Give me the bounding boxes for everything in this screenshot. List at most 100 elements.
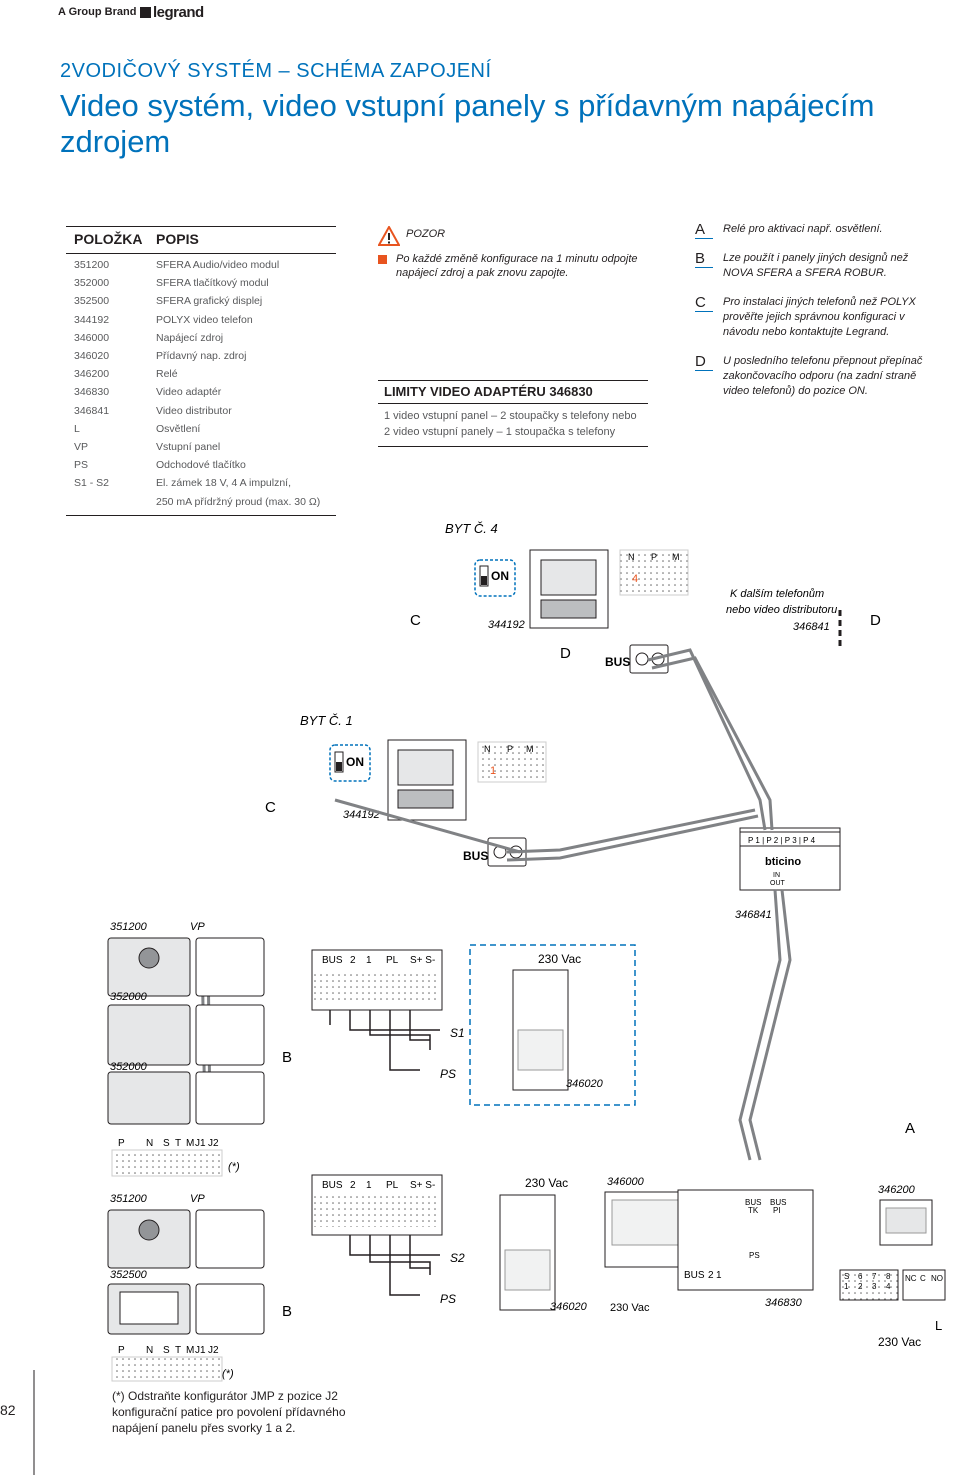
phone-code-1: 344192 [343, 809, 380, 821]
note-key: A [695, 222, 713, 239]
svg-text:8: 8 [886, 1272, 891, 1281]
note-key: C [695, 295, 713, 312]
config-block-4: N P M 4 [619, 549, 689, 596]
warning-text: Po každé změně konfigurace na 1 minutu o… [396, 253, 638, 279]
address-4: 4 [632, 573, 638, 585]
row-desc: 250 mA přídržný proud (max. 30 Ω) [156, 495, 321, 508]
note-text: U posledního telefonu přepnout přepínač … [723, 355, 923, 397]
panel-352500-label: 352500 [110, 1269, 148, 1281]
star-note-1: (*) [228, 1161, 240, 1173]
row-code: 352000 [74, 277, 110, 290]
term-s-2: S+ S- [410, 1180, 435, 1191]
term-pl: PL [386, 955, 399, 966]
jumper-m: M [672, 552, 680, 562]
terminal-strip-1: BUS 2 1 PL S+ S- [311, 949, 443, 1011]
note-d-label-2: D [870, 612, 881, 629]
aux-power-346020-b [499, 1194, 556, 1311]
byt4-label: BYT Č. 4 [445, 521, 498, 536]
row-desc: SFERA Audio/video modul [156, 259, 280, 271]
distributor-code: 346841 [735, 909, 772, 921]
vp-label-1: VP [190, 921, 205, 933]
bullet-square-icon [378, 255, 387, 264]
row-code: 351200 [74, 259, 110, 271]
row-code: 346841 [74, 404, 110, 417]
page-title: Video systém, video vstupní panely s pří… [60, 88, 875, 159]
note-d-label: D [560, 645, 571, 662]
svg-text:6: 6 [858, 1272, 863, 1281]
bus-terminal-4 [629, 644, 669, 674]
svg-text:BUS: BUS [684, 1270, 705, 1281]
table-row: 346000 Napájecí zdroj [66, 329, 336, 347]
video-phone-4 [529, 549, 609, 629]
note-a-label: A [905, 1120, 915, 1137]
table-row: 250 mA přídržný proud (max. 30 Ω) [66, 493, 336, 511]
p346830-label: 346830 [765, 1297, 803, 1309]
svg-text:1: 1 [716, 1270, 722, 1281]
panel-351200-label-2: 351200 [110, 1193, 148, 1205]
svg-text:J2: J2 [208, 1345, 219, 1356]
svg-text:J1: J1 [195, 1138, 206, 1149]
row-desc: Vstupní panel [156, 441, 221, 454]
section-title: 2VODIČOVÝ SYSTÉM – SCHÉMA ZAPOJENÍ [60, 60, 492, 82]
panel-352500 [107, 1283, 265, 1335]
svg-text:4: 4 [886, 1282, 891, 1291]
jumper-n: N [628, 552, 635, 562]
next-label-3: 346841 [793, 621, 830, 633]
svg-text:2: 2 [708, 1270, 714, 1281]
row-desc: Relé [156, 368, 178, 381]
term-2: 2 [350, 955, 356, 966]
row-code: PS [74, 459, 89, 472]
svg-text:N: N [146, 1345, 153, 1356]
svg-text:C: C [920, 1274, 926, 1283]
next-label-1: K dalším telefonům [730, 588, 824, 600]
row-desc: SFERA grafický displej [156, 295, 263, 308]
svg-text:1: 1 [844, 1282, 849, 1291]
panel-352000-label: 352000 [110, 991, 148, 1003]
p346020-label-1: 346020 [566, 1078, 604, 1090]
note-c-label-2: C [265, 799, 276, 816]
on-label-1: ON [346, 755, 364, 769]
svg-text:M: M [186, 1345, 194, 1356]
terminal-strip-2: BUS 2 1 PL S+ S- [311, 1174, 443, 1236]
jumper-n-1: N [484, 744, 491, 754]
panel-351200-2 [107, 1209, 265, 1269]
ps-label-2: PS [440, 1292, 456, 1306]
row-code: 346200 [74, 368, 110, 381]
row-code: 346000 [74, 331, 110, 344]
panel-351200 [107, 937, 191, 997]
svg-text:J2: J2 [208, 1138, 219, 1149]
ps-label-1: PS [440, 1067, 456, 1081]
term-2-2: 2 [350, 1180, 356, 1191]
table-row: 344192 POLYX video telefon [66, 311, 336, 329]
svg-text:J1: J1 [195, 1345, 206, 1356]
term-pl-2: PL [386, 1180, 399, 1191]
svg-text:M: M [186, 1138, 194, 1149]
svg-text:T: T [175, 1345, 181, 1356]
row-desc: POLYX video telefon [156, 313, 253, 326]
term-1: 1 [366, 955, 372, 966]
vac-label-1: 230 Vac [538, 952, 581, 966]
legrand-logo: legrand [140, 4, 204, 21]
note-text: Relé pro aktivaci např. osvětlení. [723, 223, 883, 235]
on-switch-4: ON [474, 559, 516, 597]
row-desc: El. zámek 18 V, 4 A impulzní, [156, 477, 292, 490]
svg-text:PS: PS [749, 1251, 760, 1260]
row-desc: Napájecí zdroj [156, 331, 224, 344]
row-desc: Video adaptér [156, 386, 222, 399]
note-c-label: C [410, 612, 421, 629]
page-number: 82 [0, 1402, 16, 1418]
panel-351200-label: 351200 [110, 921, 148, 933]
next-label-2: nebo video distributoru [726, 604, 837, 616]
aux-power-346020-a [512, 969, 569, 1091]
svg-text:NC: NC [905, 1274, 917, 1283]
row-code: 344192 [74, 313, 110, 326]
limits-box: LIMITY VIDEO ADAPTÉRU 346830 1 video vst… [378, 380, 648, 447]
